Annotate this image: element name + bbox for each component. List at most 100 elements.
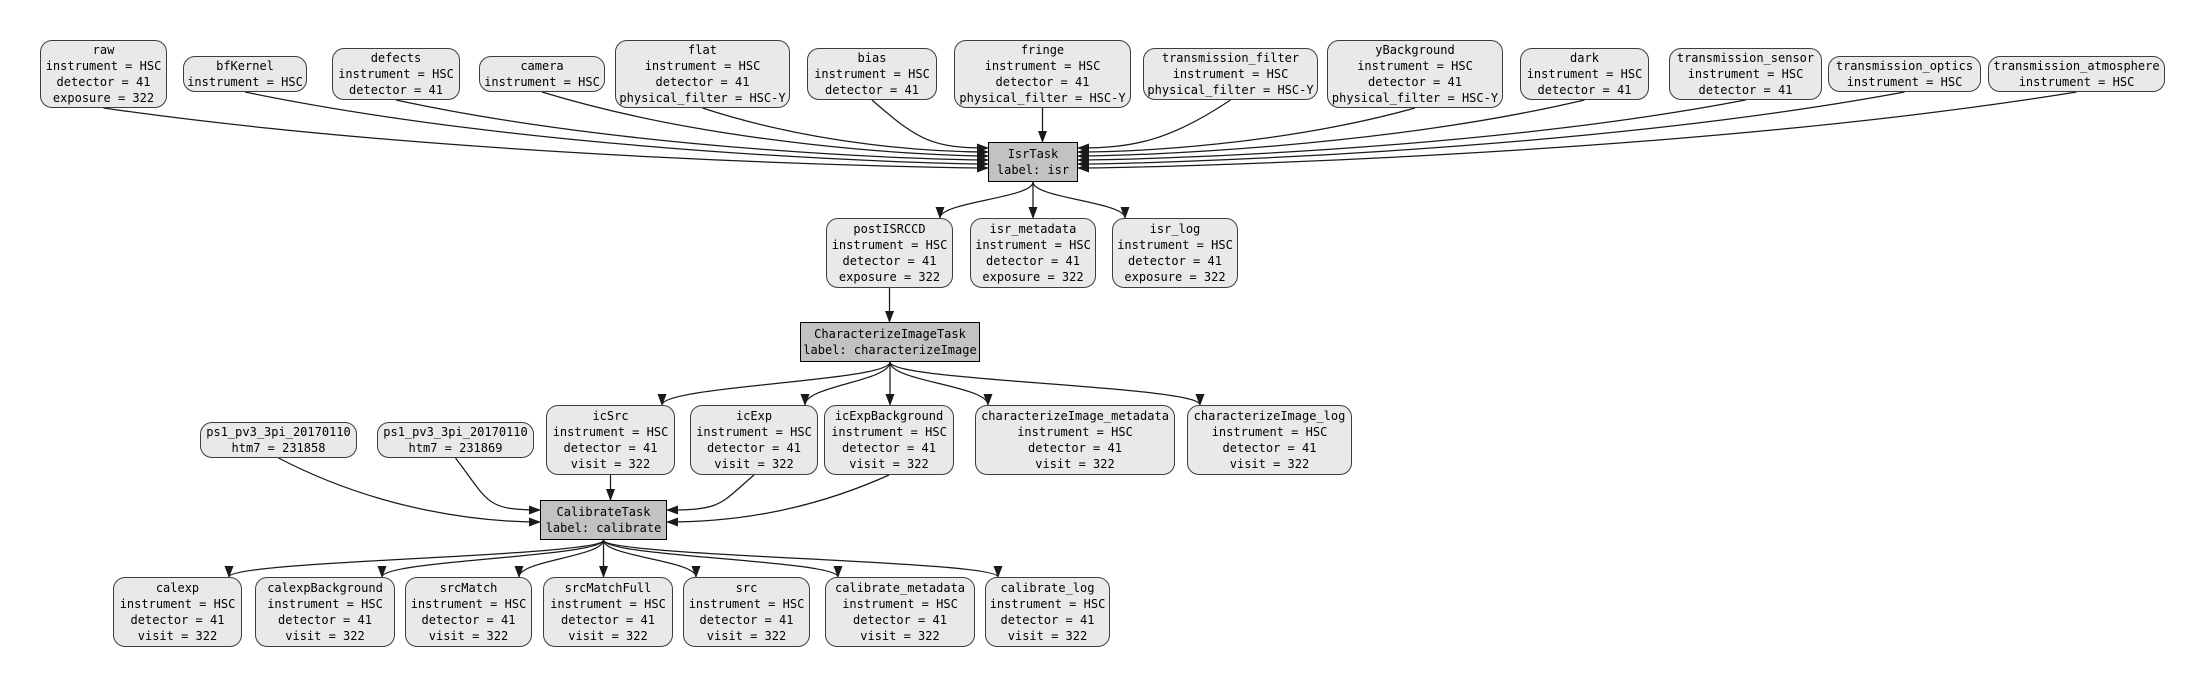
node-label: icSrc (592, 409, 629, 423)
dataset-node-srcMatch: srcMatch instrument = HSC detector = 41 vis… (405, 577, 532, 647)
edge-calibrate-to-srcMatch (514, 539, 605, 578)
dataset-node-camera: camera instrument = HSC (479, 56, 605, 92)
edge-calibrate-to-calibrate_log (602, 539, 1003, 578)
node-label: dark (1570, 51, 1599, 65)
node-label: icExpBackground (834, 409, 944, 423)
edge-isr-to-isr_log (1032, 181, 1130, 219)
node-attr: detector = 41 (1128, 254, 1222, 268)
node-attr: exposure = 322 (838, 270, 941, 284)
node-attr: instrument = HSC (1211, 425, 1328, 439)
node-label: camera (520, 59, 564, 73)
node-attr: physical_filter = HSC-Y (1147, 83, 1314, 97)
node-attr: visit = 322 (285, 629, 365, 643)
edge-calibrate-to-calibrate_metadata (602, 539, 843, 578)
node-label: bias (857, 51, 887, 65)
node-label: calibrate_log (1000, 581, 1095, 595)
edge-bfKernel-to-isr (244, 91, 989, 169)
node-attr: instrument = HSC (2018, 75, 2135, 89)
edge-transmission_optics-to-isr (1077, 91, 1905, 169)
node-attr: detector = 41 (421, 613, 516, 627)
node-label: transmission_atmosphere (1993, 59, 2160, 73)
node-label: postISRCCD (853, 222, 926, 236)
node-label: characterizeImage_metadata (981, 409, 1169, 423)
edge-transmission_atmosphere-to-isr (1077, 91, 2077, 173)
node-attr: detector = 41 (1028, 441, 1122, 455)
node-attr: detector = 41 (563, 441, 658, 455)
node-attr: instrument = HSC (1117, 238, 1233, 252)
node-attr: detector = 41 (130, 613, 225, 627)
edge-bias-to-isr (871, 99, 989, 153)
dataset-node-transmission_atmosphere: transmission_atmosphere instrument = HSC (1988, 56, 2165, 92)
node-attr: detector = 41 (278, 613, 372, 627)
dataset-node-characterizeImage_metadata: characterizeImage_metadata instrument = H… (975, 405, 1175, 475)
node-attr: detector = 41 (1368, 75, 1462, 89)
edge-calibrate-to-src (602, 539, 701, 578)
node-attr: visit = 322 (137, 629, 218, 643)
node-attr: instrument = HSC (696, 425, 812, 439)
node-attr: instrument = HSC (410, 597, 527, 611)
edge-transmission_sensor-to-isr (1077, 99, 1746, 165)
node-label: raw (92, 43, 115, 57)
node-attr: instrument = HSC (1017, 425, 1133, 439)
node-attr: visit = 322 (1229, 457, 1310, 471)
node-attr: instrument = HSC (1357, 59, 1473, 73)
node-label: srcMatchFull (564, 581, 652, 595)
node-attr: instrument = HSC (644, 59, 761, 73)
node-label: fringe (1020, 43, 1065, 57)
node-attr: instrument = HSC (989, 597, 1106, 611)
node-attr: detector = 41 (853, 613, 947, 627)
node-attr: instrument = HSC (1846, 75, 1963, 89)
node-attr: detector = 41 (699, 613, 794, 627)
node-attr: detector = 41 (56, 75, 151, 89)
node-attr: visit = 322 (568, 629, 648, 643)
edge-characterizeImage-to-icExp (800, 361, 891, 406)
node-attr: detector = 41 (1000, 613, 1095, 627)
node-label: calibrate_metadata (834, 581, 966, 595)
node-label: defects (370, 51, 422, 65)
node-attr: visit = 322 (570, 457, 651, 471)
edge-calibrate-to-calexp (224, 539, 605, 578)
node-label: transmission_optics (1835, 59, 1974, 73)
node-attr: instrument = HSC (119, 597, 236, 611)
node-attr: detector = 41 (842, 254, 937, 268)
node-attr: detector = 41 (1698, 83, 1793, 97)
edge-raw-to-isr (103, 107, 989, 173)
node-label: calexp (155, 581, 200, 595)
node-attr: instrument = HSC (1172, 67, 1289, 81)
node-attr: instrument = HSC (688, 597, 805, 611)
node-attr: instrument = HSC (484, 75, 600, 89)
node-attr: instrument = HSC (984, 59, 1101, 73)
node-label: CharacterizeImageTask (814, 327, 966, 341)
dataset-node-transmission_optics: transmission_optics instrument = HSC (1828, 56, 1981, 92)
node-attr: visit = 322 (428, 629, 509, 643)
node-attr: exposure = 322 (982, 270, 1084, 284)
edge-isr-to-postISRCCD (935, 181, 1034, 219)
node-attr: instrument = HSC (1526, 67, 1643, 81)
node-attr: instrument = HSC (814, 67, 930, 81)
node-attr: exposure = 322 (1124, 270, 1226, 284)
node-attr: detector = 41 (561, 613, 655, 627)
node-attr: visit = 322 (849, 457, 929, 471)
node-attr: instrument = HSC (1687, 67, 1804, 81)
dataset-node-calibrate_log: calibrate_log instrument = HSC detector = … (985, 577, 1110, 647)
node-label: srcMatch (439, 581, 498, 595)
node-attr: visit = 322 (706, 629, 787, 643)
node-attr: visit = 322 (860, 629, 940, 643)
